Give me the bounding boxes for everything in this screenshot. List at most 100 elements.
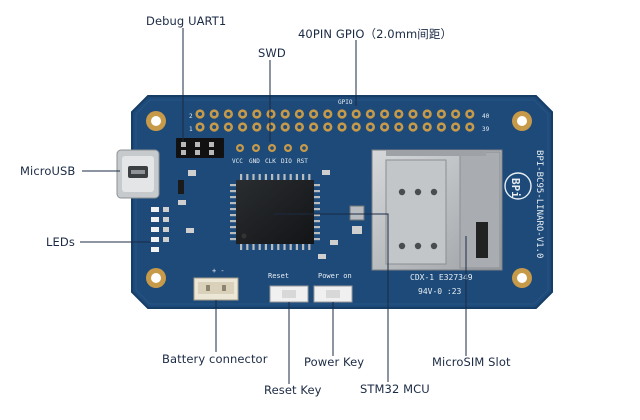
mcu-pin (283, 174, 286, 180)
gpio-pad-hole (425, 112, 430, 116)
mcu-pin (277, 244, 280, 250)
callout-microsim: MicroSIM Slot (432, 355, 511, 369)
callout-power-key: Power Key (304, 355, 365, 369)
gpio-pad-hole (198, 112, 202, 116)
mcu-pin (264, 244, 267, 250)
passive-components (178, 170, 365, 259)
gpio-pad-hole (283, 112, 288, 116)
mcu-pin (314, 190, 320, 193)
gpio-pad-hole (297, 125, 302, 129)
swd-pin-dio: DIO (281, 158, 292, 165)
power-silk: Power on (318, 272, 352, 280)
gpio-pad-hole (325, 125, 330, 129)
gpio-pad-hole (311, 112, 316, 116)
mcu-pin (252, 174, 255, 180)
callout-lines (80, 28, 467, 384)
mcu-pin (240, 174, 243, 180)
gpio-pad-hole (212, 112, 217, 116)
mcu-pin (230, 184, 236, 187)
mcu-pin (295, 174, 298, 180)
mcu-pin (289, 244, 292, 250)
mcu-pin (289, 174, 292, 180)
mcu-pin (308, 174, 311, 180)
callout-stm32: STM32 MCU (360, 382, 430, 396)
gpio-pad-hole (354, 125, 359, 129)
gpio-pad-hole (411, 112, 415, 116)
gpio-pad-hole (340, 112, 344, 116)
mcu-pin (314, 220, 320, 223)
callout-leds: LEDs (46, 235, 75, 249)
gpio-pad-hole (382, 125, 387, 129)
mounting-holes (146, 111, 532, 288)
callout-debug-uart: Debug UART1 (146, 14, 227, 28)
gpio-pad-hole (254, 112, 259, 116)
gpio-pad-hole (368, 112, 373, 116)
mcu-pin (314, 232, 320, 235)
gpio-pad-hole (240, 125, 245, 129)
mcu-pin (271, 174, 274, 180)
mcu-pin (230, 214, 236, 217)
gpio-pad-hole (396, 125, 401, 129)
callout-microusb: MicroUSB (20, 164, 76, 178)
battery-connector (193, 277, 239, 301)
mcu-pin (240, 244, 243, 250)
callout-swd: SWD (258, 46, 286, 60)
gpio-pad-hole (439, 112, 444, 116)
microsim-slot (371, 149, 503, 271)
mcu-pin (271, 244, 274, 250)
gpio-pin40-label: 40 (482, 113, 490, 120)
callout-battery: Battery connector (162, 352, 268, 366)
gpio-pad-hole (425, 125, 430, 129)
gpio-pad-hole (226, 125, 231, 129)
gpio-pad-hole (439, 125, 444, 129)
power-button (313, 285, 353, 303)
leds (151, 207, 169, 252)
gpio-pad-hole (354, 112, 359, 116)
gpio-pad-hole (467, 112, 472, 116)
mcu-pin (314, 214, 320, 217)
gpio-pad-hole (283, 125, 288, 129)
mcu-pin (230, 190, 236, 193)
swd-pin-gnd: GND (249, 158, 260, 165)
mcu-pin (230, 196, 236, 199)
gpio-silk-label: GPIO (338, 99, 353, 106)
gpio-pad-hole (212, 125, 217, 129)
gpio-pad-hole (368, 125, 373, 129)
swd-pin-rst: RST (297, 158, 308, 165)
mcu-pin (258, 174, 261, 180)
mcu-pin (283, 244, 286, 250)
gpio-pad-hole (453, 112, 458, 116)
reset-silk: Reset (268, 272, 289, 280)
gpio-pad-hole (396, 112, 401, 116)
callout-gpio: 40PIN GPIO（2.0mm间距） (298, 27, 453, 41)
mcu-pin (314, 238, 320, 241)
gpio-pad-hole (240, 112, 245, 116)
gpio-pad-hole (325, 112, 330, 116)
mcu-pin (302, 174, 305, 180)
mcu-pin (258, 244, 261, 250)
microusb-connector (116, 149, 160, 199)
mcu-pin (252, 244, 255, 250)
gpio-pad-hole (340, 125, 344, 129)
gpio-pad-hole (226, 112, 231, 116)
gpio-pad-hole (382, 112, 387, 116)
battery-polarity-silk: + - (212, 267, 225, 275)
mcu-pin (230, 238, 236, 241)
gpio-header-40pin (195, 109, 475, 132)
gpio-pad-hole (311, 125, 316, 129)
gpio-pad-hole (467, 125, 472, 129)
bpi-logo: BPi (504, 172, 532, 200)
mcu-pin (302, 244, 305, 250)
swd-pin-clk: CLK (265, 158, 276, 165)
cert-line-2: 94V-0 :23 (418, 287, 462, 296)
cert-line-1: CDX-1 E327349 (410, 273, 473, 282)
gpio-pin39-label: 39 (482, 126, 490, 133)
callout-reset-key: Reset Key (264, 383, 322, 397)
mcu-pin (230, 220, 236, 223)
mcu-pin (230, 202, 236, 205)
mcu-pin (314, 196, 320, 199)
mcu-pin (264, 174, 267, 180)
mcu-pin (314, 184, 320, 187)
mcu-pin (314, 202, 320, 205)
